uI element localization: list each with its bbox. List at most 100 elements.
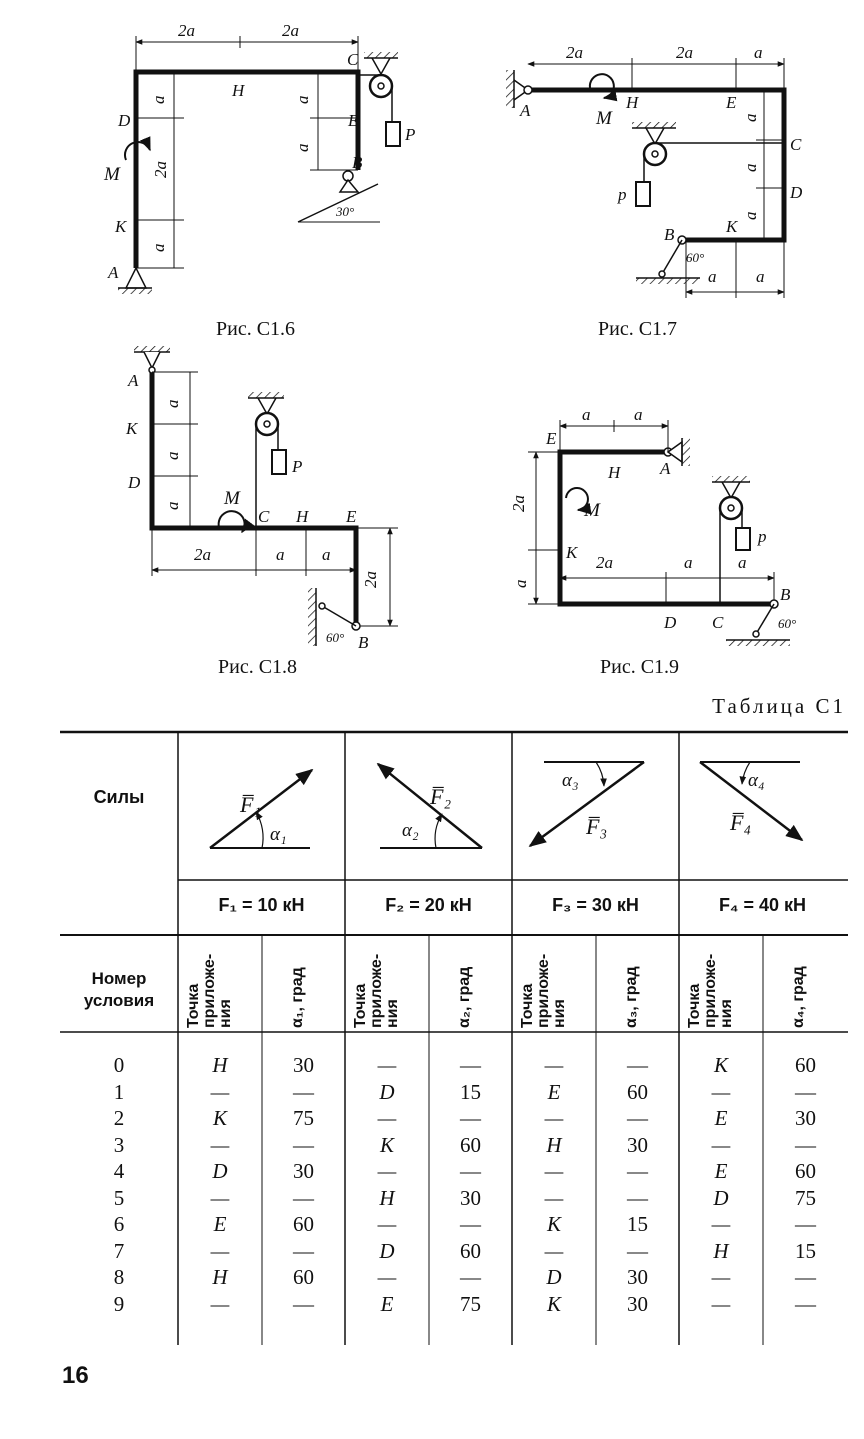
cell-angle-f4-row-6: — bbox=[795, 1212, 816, 1236]
cell-point-f3-row-3: H bbox=[546, 1132, 562, 1157]
svg-text:p: p bbox=[617, 185, 627, 204]
cell-point-f1-row-4: D bbox=[212, 1159, 228, 1183]
svg-text:a: a bbox=[293, 96, 312, 105]
svg-text:H: H bbox=[625, 93, 640, 112]
cell-angle-f4-row-2: 30 bbox=[795, 1106, 816, 1130]
svg-text:H: H bbox=[231, 81, 246, 100]
cell-point-f3-row-5: — bbox=[544, 1185, 564, 1210]
force-value-f3: F₃ = 30 кН bbox=[552, 895, 639, 915]
svg-text:a: a bbox=[738, 553, 747, 572]
figure-c1-7-labels: 2a 2a a A H M E C D K B 60° p a a a a a bbox=[519, 43, 803, 286]
cell-angle-f2-row-6: — bbox=[460, 1212, 481, 1236]
cell-point-f2-row-3: K bbox=[379, 1132, 394, 1157]
cell-angle-f1-row-4: 30 bbox=[293, 1159, 314, 1183]
svg-text:a: a bbox=[276, 545, 285, 564]
cell-point-f4-row-9: — bbox=[711, 1291, 731, 1316]
cell-angle-f3-row-8: 30 bbox=[627, 1265, 648, 1289]
cell-point-f4-row-4: E bbox=[714, 1159, 728, 1183]
figure-c1-9 bbox=[528, 420, 790, 646]
cell-point-f4-row-3: — bbox=[711, 1132, 731, 1157]
svg-text:α₁: α₁ bbox=[270, 824, 287, 845]
svg-text:K: K bbox=[565, 543, 579, 562]
svg-text:a: a bbox=[708, 267, 717, 286]
svg-text:a: a bbox=[163, 400, 182, 409]
svg-text:B: B bbox=[780, 585, 791, 604]
cell-angle-f2-row-7: 60 bbox=[460, 1238, 481, 1263]
cell-angle-f1-row-8: 60 bbox=[293, 1265, 314, 1289]
cell-point-f3-row-7: — bbox=[544, 1238, 564, 1263]
svg-text:P: P bbox=[291, 457, 302, 476]
point-header-f1: Точка приложе-ния bbox=[185, 953, 234, 1028]
svg-text:M: M bbox=[583, 500, 601, 521]
cell-condition-row-3: 3 bbox=[113, 1132, 125, 1157]
cell-angle-f1-row-7: — bbox=[293, 1238, 314, 1263]
force-value-f1: F₁ = 10 кН bbox=[218, 895, 305, 915]
cell-angle-f3-row-3: 30 bbox=[627, 1132, 648, 1157]
svg-text:a: a bbox=[322, 545, 331, 564]
cell-angle-f1-row-6: 60 bbox=[293, 1212, 314, 1236]
cell-angle-f3-row-0: — bbox=[627, 1053, 648, 1077]
svg-text:p: p bbox=[757, 527, 767, 546]
force-icon-f3 bbox=[528, 760, 645, 848]
force-icon-f2 bbox=[376, 762, 483, 849]
cell-condition-row-7: 7 bbox=[113, 1238, 125, 1263]
svg-text:E: E bbox=[345, 507, 357, 526]
svg-text:B: B bbox=[664, 225, 675, 244]
cell-angle-f4-row-8: — bbox=[795, 1265, 816, 1289]
cell-point-f2-row-7: D bbox=[379, 1238, 395, 1263]
cell-angle-f1-row-9: — bbox=[293, 1291, 314, 1316]
cell-angle-f3-row-5: — bbox=[627, 1185, 648, 1210]
cell-point-f1-row-5: — bbox=[210, 1185, 230, 1210]
cell-condition-row-6: 6 bbox=[113, 1212, 125, 1236]
cell-point-f2-row-2: — bbox=[377, 1106, 397, 1130]
cell-angle-f2-row-0: — bbox=[460, 1053, 481, 1077]
svg-text:E: E bbox=[347, 111, 359, 130]
svg-text:30°: 30° bbox=[335, 204, 354, 219]
page-number: 16 bbox=[62, 1362, 89, 1389]
svg-text:D: D bbox=[127, 473, 141, 492]
svg-text:D: D bbox=[663, 613, 677, 632]
force-icon-f1 bbox=[209, 768, 314, 849]
cell-point-f4-row-7: H bbox=[713, 1238, 729, 1263]
svg-text:a: a bbox=[634, 405, 643, 424]
figure-c1-8-labels: A K D M C H E P 2a a a B 60° a a a 2a bbox=[125, 371, 380, 652]
svg-text:a: a bbox=[741, 164, 760, 173]
svg-text:a: a bbox=[163, 502, 182, 511]
point-header-f2: Точка приложе-ния bbox=[352, 953, 401, 1028]
svg-text:a: a bbox=[293, 144, 312, 153]
cell-angle-f1-row-3: — bbox=[293, 1132, 314, 1157]
force-value-f2: F₂ = 20 кН bbox=[385, 895, 472, 915]
cell-point-f4-row-6: — bbox=[711, 1212, 731, 1236]
svg-text:H: H bbox=[295, 507, 310, 526]
angle-header-f4: α₄, град bbox=[790, 966, 807, 1028]
cell-point-f3-row-6: K bbox=[546, 1212, 561, 1236]
svg-text:2a: 2a bbox=[566, 43, 583, 62]
figure-c1-6-labels: 2a 2a C H D E M K A B P 30° a 2a a a a bbox=[103, 21, 415, 282]
svg-text:2a: 2a bbox=[151, 161, 170, 178]
cell-angle-f4-row-1: — bbox=[795, 1079, 816, 1104]
cell-point-f1-row-2: K bbox=[212, 1106, 227, 1130]
svg-text:B: B bbox=[358, 633, 369, 652]
svg-text:K: K bbox=[114, 217, 128, 236]
force-icon-f3-label: F̅₃ bbox=[585, 814, 607, 839]
caption-c1-7: Рис. С1.7 bbox=[598, 318, 678, 340]
caption-c1-8: Рис. С1.8 bbox=[218, 656, 298, 678]
svg-text:C: C bbox=[258, 507, 270, 526]
force-icon-f1-label: F̅₁ bbox=[239, 792, 261, 817]
force-icon-f4-label: F̅₄ bbox=[729, 810, 751, 835]
svg-text:A: A bbox=[659, 459, 671, 478]
caption-c1-9: Рис. С1.9 bbox=[600, 656, 680, 678]
cell-angle-f4-row-3: — bbox=[795, 1132, 816, 1157]
cell-angle-f3-row-9: 30 bbox=[627, 1291, 648, 1316]
cell-point-f2-row-8: — bbox=[377, 1265, 397, 1289]
point-header-f4: Точка приложе-ния bbox=[686, 953, 735, 1028]
svg-text:α₄: α₄ bbox=[748, 770, 765, 791]
svg-text:B: B bbox=[352, 153, 363, 172]
cell-angle-f4-row-7: 15 bbox=[795, 1238, 816, 1263]
svg-text:A: A bbox=[127, 371, 139, 390]
cell-angle-f4-row-5: 75 bbox=[795, 1185, 816, 1210]
svg-text:M: M bbox=[223, 488, 241, 509]
cell-point-f1-row-8: H bbox=[212, 1265, 228, 1289]
cell-angle-f1-row-2: 75 bbox=[293, 1106, 314, 1130]
cell-point-f1-row-0: H bbox=[212, 1053, 228, 1077]
